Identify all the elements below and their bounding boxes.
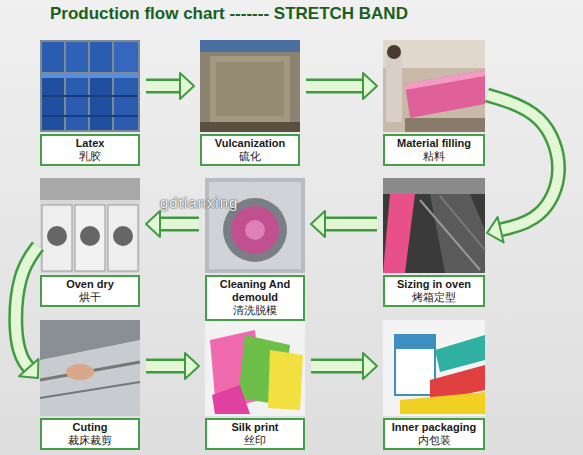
latex-photo [40,40,140,132]
arrow-head [146,211,160,237]
step-label-box: Cuting裁床裁剪 [40,418,140,450]
arrow-head [487,217,504,242]
vulcanization-photo [200,40,300,132]
step-label-box: Vulcanization硫化 [200,134,300,166]
step-name-chinese: 粘料 [387,150,481,163]
process-step: Inner packaging内包装 [383,320,485,450]
arrow-body [306,81,363,91]
material-filling-photo [383,40,485,132]
arrow-outline [16,246,38,368]
silk-print-photo [205,320,305,416]
step-name: Cleaning And demould [209,278,301,304]
flow-arrow [16,246,39,378]
arrow-body [487,95,559,230]
step-label-box: Oven dry烘干 [40,275,140,307]
flow-arrow [146,73,194,99]
step-name-chinese: 清洗脱模 [209,304,301,317]
step-name-chinese: 内包装 [387,434,481,447]
step-name: Cuting [44,421,136,434]
arrow-head [185,353,199,379]
step-name-chinese: 硫化 [204,150,296,163]
arrow-outline [325,217,377,232]
step-label-box: Latex乳胶 [40,134,140,166]
step-name: Latex [44,137,136,150]
chart-title: Production flow chart ------- STRETCH BA… [50,4,408,24]
step-name-chinese: 烘干 [44,291,136,304]
arrow-body [325,219,377,229]
flow-arrow [487,95,559,242]
step-name: Vulcanization [204,137,296,150]
flow-arrow [311,353,377,379]
arrow-head [363,73,377,99]
arrow-head [180,73,194,99]
flow-arrow [306,73,377,99]
step-name: Inner packaging [387,421,481,434]
arrow-outline [311,359,363,374]
inner-packaging-photo [383,320,485,416]
arrow-outline [146,359,185,374]
step-label-box: Sizing in oven烤箱定型 [383,275,485,307]
step-name-chinese: 烤箱定型 [387,291,481,304]
step-label-box: Inner packaging内包装 [383,418,485,450]
flow-arrow [146,353,199,379]
cutting-photo [40,320,140,416]
arrow-outline [487,95,559,230]
cleaning-photo [205,178,305,273]
step-label-box: Cleaning And demould清洗脱模 [205,275,305,321]
process-step: Silk print丝印 [205,320,305,450]
step-name: Sizing in oven [387,278,481,291]
arrow-head [19,359,38,378]
flow-arrow [311,211,377,237]
step-name: Silk print [209,421,301,434]
step-name: Oven dry [44,278,136,291]
process-step: Sizing in oven烤箱定型 [383,178,485,307]
process-step: Oven dry烘干 [40,178,140,307]
step-label-box: Material filling粘料 [383,134,485,166]
process-step: Cuting裁床裁剪 [40,320,140,450]
process-step: Vulcanization硫化 [200,40,300,166]
step-name-chinese: 乳胶 [44,150,136,163]
arrow-head [311,211,325,237]
sizing-oven-photo [383,178,485,273]
arrow-body [146,81,180,91]
flow-arrow [146,211,199,237]
oven-dry-photo [40,178,140,273]
step-name-chinese: 裁床裁剪 [44,434,136,447]
arrow-body [146,361,185,371]
step-label-box: Silk print丝印 [205,418,305,450]
arrow-body [16,246,38,368]
arrow-outline [306,79,363,94]
watermark: gdtianxing [160,194,238,211]
arrow-head [363,353,377,379]
step-name-chinese: 丝印 [209,434,301,447]
process-step: Latex乳胶 [40,40,140,166]
arrow-outline [160,217,199,232]
step-name: Material filling [387,137,481,150]
arrow-body [311,361,363,371]
arrow-outline [146,79,180,94]
process-step: Material filling粘料 [383,40,485,166]
arrow-body [160,219,199,229]
